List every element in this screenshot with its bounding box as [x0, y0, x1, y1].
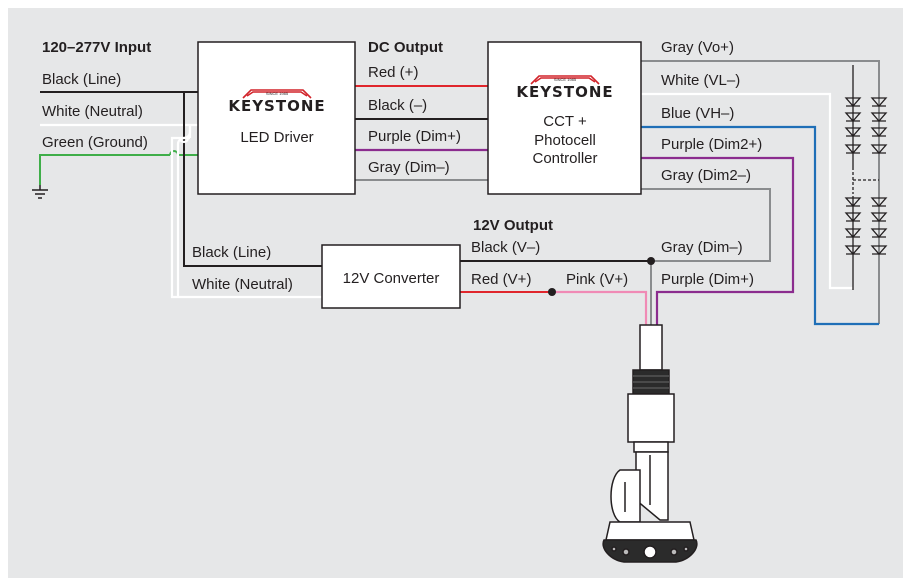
converter-name: 12V Converter — [343, 270, 440, 287]
v12-black-label: Black (V–) — [471, 239, 540, 256]
input-neutral-label: White (Neutral) — [42, 103, 143, 120]
wire-12v-pink — [552, 290, 648, 325]
photocell-sensor-icon — [602, 324, 698, 563]
out-blue-vh-label: Blue (VH–) — [661, 105, 734, 122]
keystone-logo-controller-icon: SINCE 1985 KEYSTONE — [516, 75, 613, 101]
controller-line2: Photocell — [534, 132, 596, 149]
input-line-label: Black (Line) — [42, 71, 121, 88]
out-white-vl-label: White (VL–) — [661, 72, 740, 89]
out-gray-dim2-label: Gray (Dim2–) — [661, 167, 751, 184]
out-purple-dim2-label: Purple (Dim2+) — [661, 136, 762, 153]
controller-line3: Controller — [532, 150, 597, 167]
led-string-right-icon — [853, 97, 888, 255]
controller-line1: CCT + — [543, 113, 587, 130]
dc-black-label: Black (–) — [368, 97, 427, 114]
wire-converter-black — [183, 92, 322, 267]
svg-text:KEYSTONE: KEYSTONE — [228, 97, 325, 115]
controller-box — [487, 41, 642, 195]
dc-purple-label: Purple (Dim+) — [368, 128, 461, 145]
svg-text:SINCE 1985: SINCE 1985 — [266, 91, 289, 96]
junction-dot-red — [548, 288, 556, 296]
wire-white-vl — [641, 92, 853, 290]
v12-gray-dim-label: Gray (Dim–) — [661, 239, 743, 256]
dc-output-heading: DC Output — [368, 39, 443, 56]
led-driver-box — [197, 41, 356, 195]
wire-blue-vh — [641, 125, 879, 326]
input-ground-label: Green (Ground) — [42, 134, 148, 151]
out-gray-vo-label: Gray (Vo+) — [661, 39, 734, 56]
v12-pink-label: Pink (V+) — [566, 271, 628, 288]
wire-gray-dim2 — [641, 188, 771, 325]
led-string-left-icon — [844, 65, 862, 290]
conv-line-label: Black (Line) — [192, 244, 271, 261]
wire-input-green — [39, 154, 198, 185]
input-heading: 120–277V Input — [42, 39, 151, 56]
svg-text:KEYSTONE: KEYSTONE — [516, 83, 613, 101]
wire-neutral-drop — [176, 125, 192, 297]
ground-symbol-icon — [32, 185, 48, 199]
junction-dot-black — [647, 257, 655, 265]
v12-red-label: Red (V+) — [471, 271, 531, 288]
v12-output-heading: 12V Output — [473, 217, 553, 234]
dc-gray-label: Gray (Dim–) — [368, 159, 450, 176]
wire-purple-dim2 — [641, 156, 795, 325]
v12-purple-dim-label: Purple (Dim+) — [661, 271, 754, 288]
driver-name: LED Driver — [240, 129, 313, 146]
dc-red-label: Red (+) — [368, 64, 418, 81]
converter-box — [321, 244, 461, 309]
svg-text:SINCE 1985: SINCE 1985 — [554, 77, 577, 82]
conv-neutral-label: White (Neutral) — [192, 276, 293, 293]
keystone-logo-driver-icon: SINCE 1985 KEYSTONE — [228, 89, 325, 115]
